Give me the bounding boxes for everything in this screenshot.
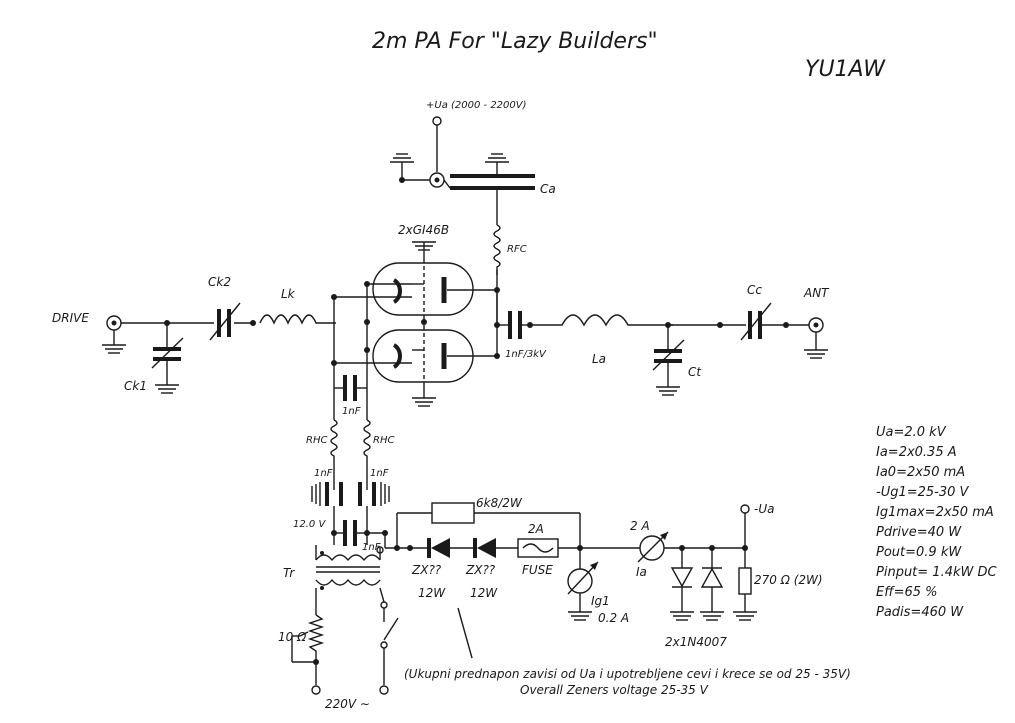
- zener2-label: ZX??: [465, 563, 496, 577]
- tr-label: Tr: [283, 566, 295, 580]
- cap-1nf-fil-label: 1nF: [362, 542, 381, 553]
- mains-switch: [379, 608, 399, 695]
- inductor-lk: [259, 281, 412, 388]
- cap-1nf-left-label: 1nF: [314, 468, 333, 479]
- lk-label: Lk: [281, 287, 296, 301]
- la-label: La: [592, 352, 606, 366]
- mains-label: 220V ∼: [325, 697, 370, 711]
- fuse-rating-label: 2A: [528, 522, 544, 536]
- bias-chain: [385, 502, 581, 551]
- diodes-label: 2x1N4007: [665, 635, 727, 649]
- drive-label: DRIVE: [52, 311, 89, 325]
- fuse-2a: [517, 538, 640, 558]
- zener2-power-label: 12W: [470, 586, 498, 600]
- ck2-label: Ck2: [208, 275, 231, 289]
- spec-line: Ua=2.0 kV: [876, 425, 947, 440]
- meter-ig1-label: Ig1: [591, 594, 610, 608]
- rhc-right-label: RHC: [373, 435, 394, 446]
- meter-02a-label: 0.2 A: [598, 611, 629, 625]
- transformer-tr: [315, 545, 388, 615]
- protection-diodes: [670, 548, 724, 621]
- ck1-label: Ck1: [124, 379, 147, 393]
- capacitor-ck2: [209, 302, 256, 341]
- capacitor-ct: [652, 325, 685, 396]
- grid-bus: [412, 283, 500, 359]
- ca-label: Ca: [540, 182, 556, 196]
- rhc-chokes: [330, 419, 371, 490]
- grid-bypass-1nf: [333, 363, 368, 420]
- spec-line: Ig1max=2x50 mA: [876, 505, 994, 520]
- cap-1nf-grid-label: 1nF: [342, 406, 361, 417]
- cap-1nf-right-label: 1nF: [370, 468, 389, 479]
- meter-ia: [637, 531, 748, 563]
- ua-supply-label: +Ua (2000 - 2200V): [426, 100, 527, 111]
- note-serbian: (Ukupni prednapon zavisi od Ua i upotreb…: [404, 667, 851, 681]
- spec-line: Ia0=2x50 mA: [876, 465, 965, 480]
- meter-2a-label: 2 A: [630, 519, 650, 533]
- ant-label: ANT: [803, 286, 830, 300]
- spec-line: -Ug1=25-30 V: [876, 485, 970, 500]
- potentiometer-10ohm: [291, 614, 325, 695]
- capacitor-1nf-3kv: [497, 311, 533, 339]
- anode-supply: [390, 116, 445, 188]
- fuse-label: FUSE: [522, 563, 553, 577]
- meter-ia-label: Ia: [636, 565, 647, 579]
- diagram-title: 2m PA For "Lazy Builders": [372, 29, 658, 54]
- heater-voltage-label: 12.0 V: [293, 519, 326, 530]
- resistor-6k8-label: 6k8/2W: [476, 496, 523, 510]
- spec-line: Pinput= 1.4kW DC: [876, 565, 998, 580]
- capacitor-cc: [740, 302, 809, 341]
- zener1-power-label: 12W: [418, 586, 446, 600]
- rfc-label: RFC: [507, 244, 527, 255]
- spec-line: Ia=2x0.35 A: [876, 445, 957, 460]
- pot-10-label: 10 Ω: [278, 630, 307, 644]
- resistor-270: [733, 504, 757, 621]
- capacitor-ca: [443, 153, 535, 225]
- cc-label: Cc: [747, 283, 762, 297]
- zener-diodes: [410, 538, 518, 558]
- filament-bypass: [331, 520, 388, 548]
- meter-ig1: [567, 548, 599, 621]
- spec-line: Eff=65 %: [876, 585, 938, 600]
- spec-line: Padis=460 W: [876, 605, 964, 620]
- capacitor-ck1: [151, 323, 184, 394]
- tube-bottom: [372, 329, 497, 407]
- zener1-label: ZX??: [411, 563, 442, 577]
- antenna-output: [804, 317, 828, 359]
- spec-list: Ua=2.0 kV Ia=2x0.35 A Ia0=2x50 mA -Ug1=2…: [876, 425, 998, 620]
- tubes-label: 2xGI46B: [398, 223, 449, 237]
- spec-line: Pout=0.9 kW: [876, 545, 962, 560]
- note-pointer: [457, 607, 473, 659]
- spec-line: Pdrive=40 W: [876, 525, 962, 540]
- rhc-left-label: RHC: [306, 435, 327, 446]
- resistor-270-label: 270 Ω (2W): [754, 573, 823, 587]
- feedthrough-caps: [311, 482, 390, 545]
- note-english: Overall Zeners voltage 25-35 V: [520, 683, 709, 697]
- tube-top: [372, 241, 497, 316]
- ct-label: Ct: [688, 365, 702, 379]
- minus-ua-label: -Ua: [754, 502, 774, 516]
- callsign: YU1AW: [805, 57, 886, 82]
- cap-1nf-3kv-label: 1nF/3kV: [505, 349, 547, 360]
- inductor-la: [530, 314, 746, 328]
